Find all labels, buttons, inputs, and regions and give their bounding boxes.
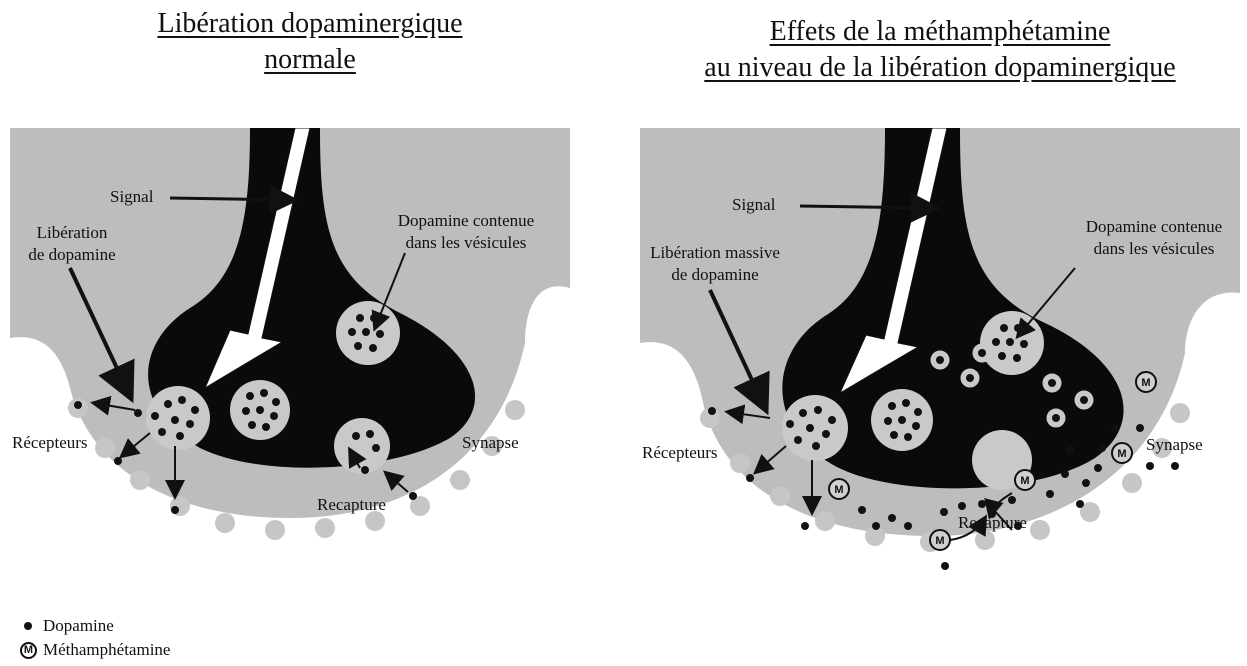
reuptake-label: Recapture <box>317 495 386 514</box>
vesicle-full-1 <box>871 389 933 451</box>
vesicle-reuptake <box>334 418 390 474</box>
legend-methamphetamine-label: Méthamphétamine <box>43 638 170 662</box>
legend: Dopamine M Méthamphétamine <box>20 614 170 662</box>
receptors-label: Récepteurs <box>642 443 718 462</box>
release-label-line1: Libération massive <box>650 243 780 262</box>
svg-text:M: M <box>834 484 843 496</box>
svg-text:M: M <box>1117 448 1126 460</box>
diagram-normal-release: Signal Libération de dopamine Dopamine c… <box>10 128 570 578</box>
svg-text:M: M <box>1020 475 1029 487</box>
vesicles-label-line2: dans les vésicules <box>406 233 527 252</box>
signal-label: Signal <box>110 187 154 206</box>
synapse-label: Synapse <box>462 433 519 452</box>
methamphetamine-circle-icon: M <box>20 642 37 659</box>
svg-text:M: M <box>1141 377 1150 389</box>
release-label-line2: de dopamine <box>671 265 758 284</box>
signal-label: Signal <box>732 195 776 214</box>
title-meth-effects: Effets de la méthamphétamine au niveau d… <box>640 14 1240 86</box>
vesicles-label-line1: Dopamine contenue <box>398 211 534 230</box>
title-normal-line2: normale <box>264 42 356 78</box>
vesicle-full-2 <box>980 311 1044 375</box>
vesicles-label-line1: Dopamine contenue <box>1086 217 1222 236</box>
release-label-line1: Libération <box>37 223 108 242</box>
legend-methamphetamine: M Méthamphétamine <box>20 638 170 662</box>
signal-pointer-right <box>800 206 935 208</box>
vesicle-releasing <box>782 395 848 461</box>
vesicles-label-line2: dans les vésicules <box>1094 239 1215 258</box>
title-normal-line1: Libération dopaminergique <box>157 6 462 42</box>
vesicle-releasing <box>146 386 210 450</box>
signal-pointer-left <box>170 198 293 200</box>
synapse-label: Synapse <box>1146 435 1203 454</box>
vesicle-full-1 <box>230 380 290 440</box>
vesicle-full-2 <box>336 301 400 365</box>
title-meth-line1: Effets de la méthamphétamine <box>770 14 1111 50</box>
diagram-meth-effects: M M M M M Signal Libération massive de d… <box>640 128 1240 588</box>
dopamine-dot-icon <box>24 622 32 630</box>
title-normal-release: Libération dopaminergique normale <box>30 6 590 78</box>
receptors-label: Récepteurs <box>12 433 88 452</box>
release-label-line2: de dopamine <box>28 245 115 264</box>
legend-dopamine: Dopamine <box>20 614 170 638</box>
svg-text:M: M <box>935 535 944 547</box>
title-meth-line2: au niveau de la libération dopaminergiqu… <box>704 50 1175 86</box>
reuptake-label: Recapture <box>958 513 1027 532</box>
legend-dopamine-label: Dopamine <box>43 614 114 638</box>
